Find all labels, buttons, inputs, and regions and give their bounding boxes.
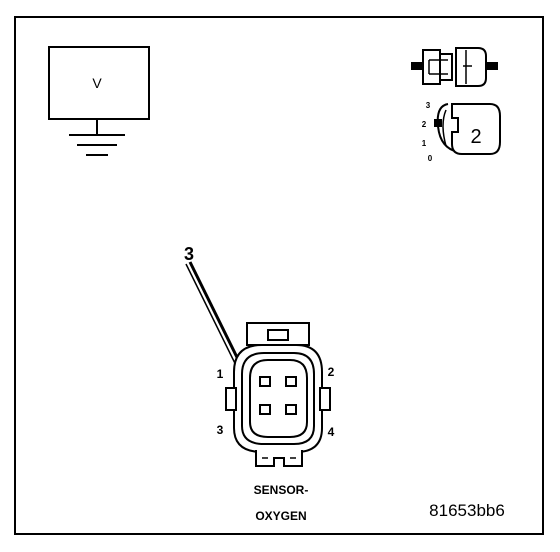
- position-number-0: 0: [428, 154, 433, 163]
- left-latch: [225, 387, 237, 411]
- right-latch: [319, 387, 331, 411]
- figure-id: 81653bb6: [429, 501, 505, 520]
- pin-label-3: 3: [217, 423, 224, 437]
- connector-bottom-keys: [255, 450, 303, 467]
- connector-position-icon: 3 2 1 0 2: [422, 101, 501, 163]
- component-name-line1: SENSOR-: [254, 483, 309, 497]
- probe-callout-number: 3: [184, 244, 194, 264]
- diagram-border: [14, 16, 544, 535]
- pin-cavity-4: [285, 404, 297, 415]
- pin-cavity-1: [259, 376, 271, 387]
- pin-label-4: 4: [328, 425, 335, 439]
- pin-cavity-2: [285, 376, 297, 387]
- connector-side-view-icon: [411, 47, 498, 87]
- pin-label-2: 2: [328, 365, 335, 379]
- pin-label-1: 1: [217, 367, 224, 381]
- oxygen-sensor-connector: 1 2 3 4: [217, 322, 335, 467]
- voltmeter-label: V: [92, 75, 102, 91]
- position-number-2: 2: [422, 120, 427, 129]
- view-callout-number: 2: [470, 126, 481, 148]
- component-name-line2: OXYGEN: [255, 509, 306, 523]
- voltmeter-symbol: V: [48, 46, 150, 156]
- ground-icon: [69, 119, 125, 156]
- pin-cavity-3: [259, 404, 271, 415]
- position-number-3: 3: [426, 101, 431, 110]
- voltmeter-box: [48, 46, 150, 120]
- position-number-1: 1: [422, 139, 427, 148]
